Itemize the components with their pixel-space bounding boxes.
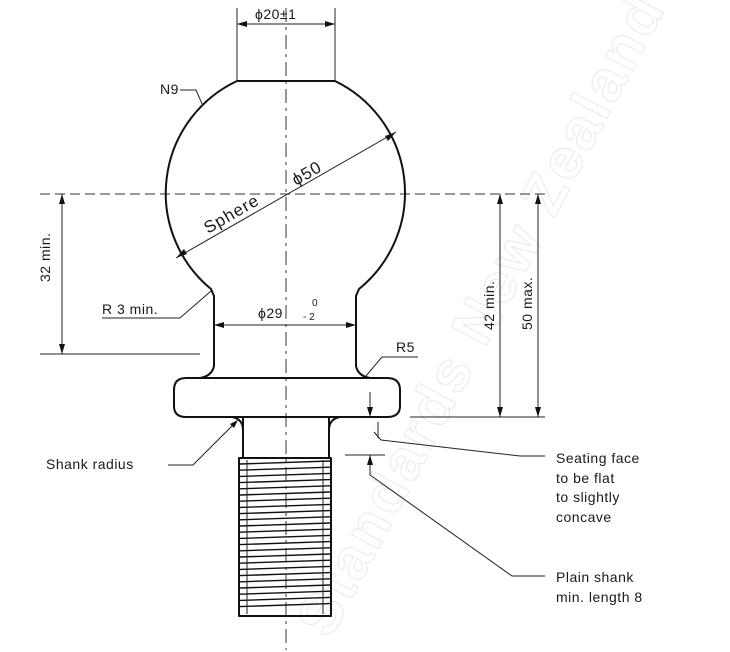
plain-shank-line-1: Plain shank	[556, 569, 634, 585]
top-width-arrow-right	[325, 21, 335, 27]
thread-line	[239, 522, 331, 527]
thread-line	[239, 466, 331, 471]
thread-line	[239, 540, 331, 546]
thread-line	[239, 596, 331, 602]
shank-fillet	[231, 416, 341, 431]
plain-shank-line-2: min. length 8	[556, 589, 643, 605]
sphere-arrow-lower	[176, 249, 187, 258]
right-max-arrow-top	[535, 194, 541, 204]
plain-shank-outline	[242, 416, 330, 459]
thread-line	[239, 497, 331, 502]
thread-line	[239, 571, 331, 577]
neck-diameter-label: ϕ29	[258, 305, 283, 321]
right-max-arrow-bottom	[535, 407, 541, 417]
thread-lines	[239, 460, 331, 608]
thread-line	[239, 565, 331, 571]
neck-tol-lower: - 2	[303, 312, 315, 323]
shank-radius-arrow	[230, 420, 238, 428]
thread-line	[239, 460, 331, 465]
shank-radius-leader	[168, 421, 237, 466]
sphere-diameter-line	[175, 131, 397, 259]
right-min-arrow-bottom	[497, 407, 503, 417]
left-height-label: 32 min.	[37, 233, 53, 282]
neck-radius-leader	[102, 290, 212, 319]
neck-arrow-right	[346, 322, 356, 328]
thread-line	[239, 547, 331, 552]
thread-line	[239, 485, 331, 490]
seating-face-line-3: to slightly	[556, 489, 620, 505]
neck-arrow-left	[214, 322, 224, 328]
thread-line	[239, 509, 331, 515]
plain-shank-leader	[369, 474, 545, 577]
top-width-label: ϕ20±1	[255, 6, 296, 22]
thread-line	[239, 491, 331, 496]
top-width-arrow-left	[237, 21, 247, 27]
thread-line	[239, 472, 331, 478]
shank-radius-label: Shank radius	[46, 456, 134, 472]
neck-radius-label: R 3 min.	[102, 301, 158, 317]
thread-line	[239, 478, 331, 484]
thread-line	[239, 590, 331, 595]
collar-radius-leader	[365, 356, 418, 377]
seating-face-line-4: concave	[556, 509, 612, 525]
seating-face-line-1: Seating face	[556, 450, 640, 466]
thread-line	[239, 516, 331, 521]
left-height-arrow-bottom	[59, 344, 65, 354]
left-height-arrow-top	[59, 194, 65, 204]
thread-line	[239, 584, 331, 589]
neck-tol-upper: 0	[312, 298, 318, 309]
right-min-arrow-top	[497, 194, 503, 204]
sphere-diameter-label: ϕ50	[289, 157, 326, 189]
plain-shank-arrow	[367, 455, 373, 465]
finish-leader	[180, 89, 204, 107]
thread-line	[239, 602, 331, 608]
threaded-shank	[238, 457, 332, 617]
seating-face-arrow	[367, 407, 373, 417]
seating-face-line-2: to be flat	[556, 470, 615, 486]
thread-line	[239, 578, 331, 583]
thread-line	[239, 553, 331, 558]
thread-line	[239, 534, 331, 540]
thread-line	[239, 559, 331, 564]
thread-line	[239, 503, 331, 509]
sphere-arrow-upper	[385, 132, 396, 141]
ball-outline	[164, 80, 406, 418]
collar-radius-label: R5	[396, 339, 415, 355]
right-height-max-label: 50 max.	[519, 277, 535, 330]
thread-line	[239, 528, 331, 533]
right-height-min-label: 42 min.	[481, 281, 497, 330]
finish-label: N9	[160, 81, 179, 97]
